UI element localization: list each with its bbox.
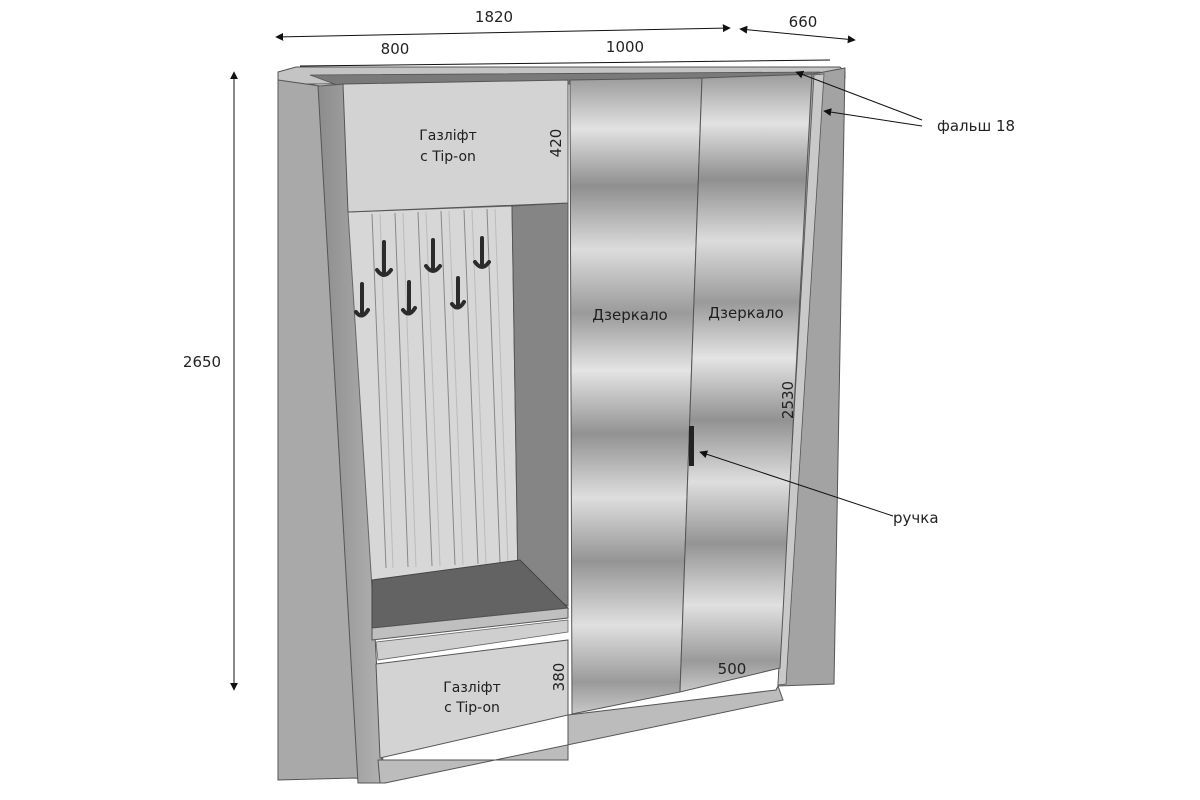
hook-icon	[450, 276, 466, 310]
left-door-label: Дзеркало	[592, 306, 667, 324]
bottom-panel-height: 380	[550, 663, 568, 692]
carcass	[277, 66, 846, 784]
filler-callout-label: фальш 18	[937, 117, 1015, 135]
bottom-panel-line2: с Tip-on	[444, 700, 500, 716]
bottom-plinth	[377, 684, 784, 784]
bench-front	[375, 619, 569, 661]
total-height-label: 2650	[183, 353, 221, 371]
bottom-lift-panel: Газліфт с Tip-on 380	[375, 639, 569, 759]
right-mirror-door	[679, 73, 813, 693]
handle-callout-label: ручка	[893, 509, 939, 527]
open-niche	[347, 202, 570, 661]
hook-icon	[354, 282, 370, 318]
hook-icon	[375, 240, 393, 277]
bench-front-edge	[371, 607, 569, 641]
dimension-lines	[230, 24, 923, 691]
bottom-panel-line1: Газліфт	[443, 680, 501, 696]
niche-inner-wall	[511, 202, 569, 607]
hook-icon	[401, 280, 417, 316]
hook-icon	[424, 238, 442, 273]
hook-icon	[473, 236, 491, 269]
top-panel-line1: Газліфт	[419, 128, 477, 144]
left-section-label: 800	[381, 40, 410, 58]
mirror-doors: Дзеркало Дзеркало 2530 500	[569, 73, 813, 715]
hooks	[354, 236, 491, 318]
top-panel-height: 420	[547, 129, 565, 158]
top-lift-panel: Газліфт с Tip-on 420	[342, 79, 569, 213]
depth-label: 660	[789, 13, 818, 31]
right-door-label: Дзеркало	[708, 304, 783, 322]
door-height: 2530	[779, 381, 797, 419]
door-handle	[689, 426, 694, 466]
total-width-label: 1820	[475, 8, 513, 26]
top-panel-line2: с Tip-on	[420, 149, 476, 165]
door-width: 500	[718, 660, 747, 678]
right-section-label: 1000	[606, 38, 644, 56]
